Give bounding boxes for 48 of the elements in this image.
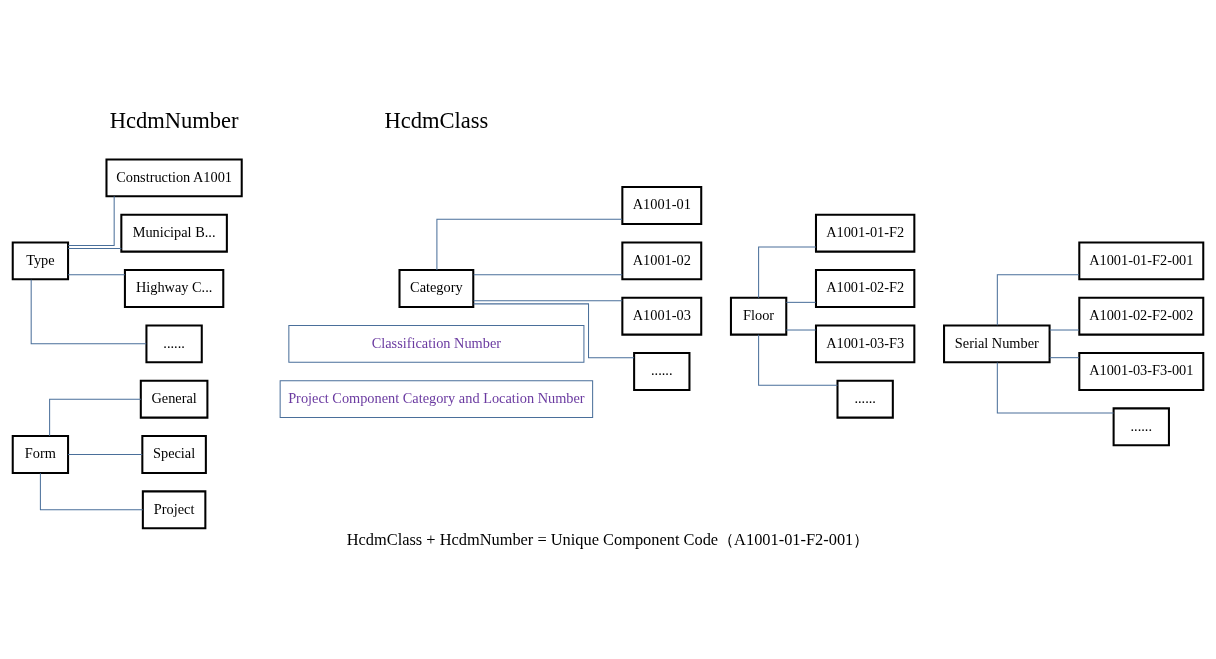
node-box: A1001-01-F2-001 xyxy=(1078,241,1205,281)
node-box: A1001-02-F2 xyxy=(814,269,916,308)
node-box: Serial Number xyxy=(943,324,1051,364)
node-box: ...... xyxy=(633,352,691,391)
node-box: Classification Number xyxy=(288,324,585,363)
node-box: Project xyxy=(141,490,207,530)
connector xyxy=(39,472,144,511)
node-box: Project Component Category and Location Number xyxy=(279,380,594,419)
node-box: A1001-03 xyxy=(621,296,703,336)
node-box: A1001-02-F2-002 xyxy=(1078,296,1205,336)
node-box: A1001-03-F3 xyxy=(814,324,916,364)
label: HcdmClass xyxy=(384,108,489,134)
connector xyxy=(67,248,122,250)
caption: HcdmClass + HcdmNumber = Unique Component Code（A1001-01-F2-001） xyxy=(346,530,870,550)
node-box: Form xyxy=(11,435,70,474)
connector xyxy=(67,274,126,276)
connector xyxy=(49,398,142,437)
connector xyxy=(473,300,623,302)
node-box: Construction A1001 xyxy=(105,158,243,198)
node-box: A1001-01 xyxy=(621,186,703,225)
connector xyxy=(67,454,143,455)
node-box: Municipal B... xyxy=(120,213,228,253)
connector xyxy=(1049,357,1080,359)
connector xyxy=(473,274,623,276)
node-box: Type xyxy=(11,241,70,281)
node-box: Highway C... xyxy=(123,269,225,308)
connector xyxy=(996,274,1080,326)
connector xyxy=(436,218,623,271)
connector xyxy=(30,279,147,345)
label: HcdmNumber xyxy=(109,108,239,134)
node-box: ...... xyxy=(145,324,203,364)
connector xyxy=(758,334,838,386)
connector xyxy=(996,361,1115,414)
node-box: ...... xyxy=(1112,407,1170,447)
node-box: Category xyxy=(398,269,475,308)
connector xyxy=(473,303,635,359)
node-box: Special xyxy=(141,435,207,474)
node-box: Floor xyxy=(729,296,788,336)
connector xyxy=(1049,329,1080,331)
connector xyxy=(785,301,817,303)
node-box: A1001-02 xyxy=(621,241,703,281)
node-box: General xyxy=(139,379,209,419)
connector xyxy=(785,329,817,331)
node-box: A1001-01-F2 xyxy=(814,213,916,253)
node-box: A1001-03-F3-001 xyxy=(1078,352,1205,391)
connector xyxy=(758,246,817,299)
connector xyxy=(67,195,115,246)
node-box: ...... xyxy=(836,379,894,419)
